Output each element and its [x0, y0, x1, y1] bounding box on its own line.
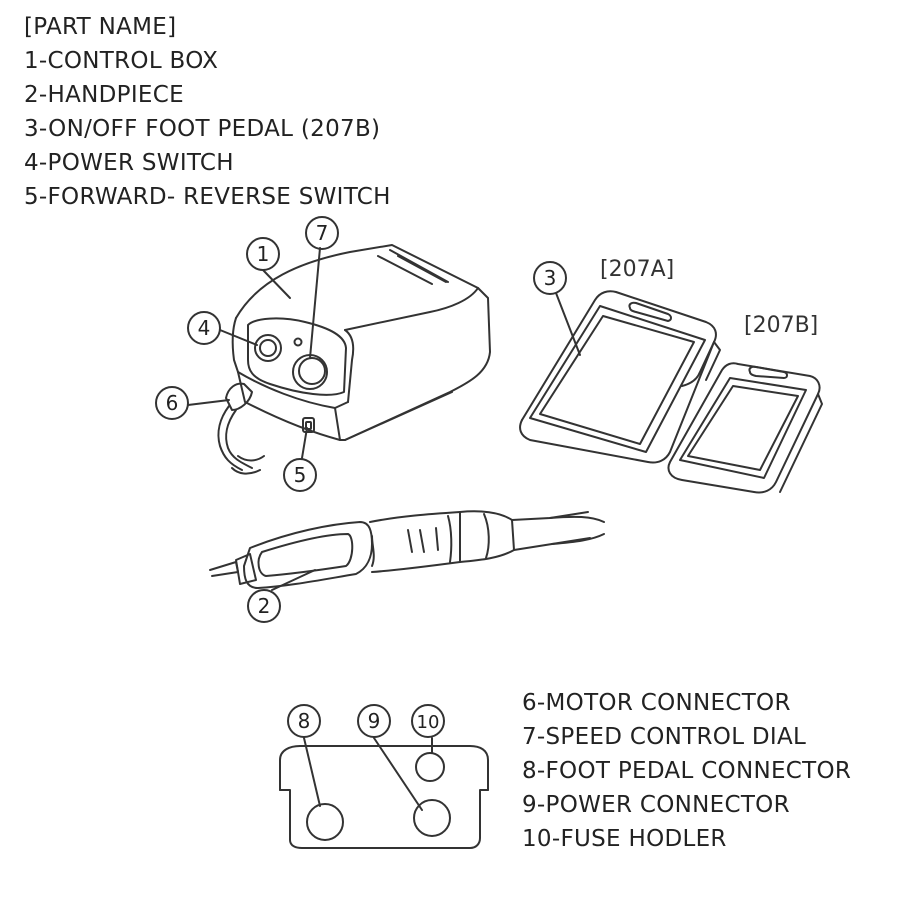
callout-4-label: 4 [198, 316, 211, 340]
part-item-8: 8-FOOT PEDAL CONNECTOR [522, 758, 852, 784]
callout-2-label: 2 [258, 594, 271, 618]
part-item-1: 1-CONTROL BOX [24, 48, 219, 74]
pedal-tag-207b: [207B] [744, 313, 818, 338]
callout-8: 8 [287, 704, 321, 738]
pedal-tag-207a: [207A] [600, 257, 674, 282]
callout-2: 2 [247, 589, 281, 623]
callout-9: 9 [357, 704, 391, 738]
callout-6-label: 6 [166, 391, 179, 415]
foot-pedal-207b [667, 362, 823, 494]
part-item-7: 7-SPEED CONTROL DIAL [522, 724, 807, 750]
part-item-10: 10-FUSE HODLER [522, 826, 727, 852]
handpiece [209, 510, 605, 589]
callout-7-label: 7 [316, 221, 329, 245]
fuse-holder-port [415, 752, 445, 782]
callout-5: 5 [283, 458, 317, 492]
callout-6: 6 [155, 386, 189, 420]
callout-10-label: 10 [417, 712, 440, 733]
callout-9-label: 9 [368, 709, 381, 733]
callout-3-label: 3 [544, 266, 557, 290]
callout-3: 3 [533, 261, 567, 295]
callout-1: 1 [246, 237, 280, 271]
power-connector-port [413, 799, 451, 837]
part-item-9: 9-POWER CONNECTOR [522, 792, 790, 818]
foot-pedal-connector-port [306, 803, 344, 841]
callout-1-label: 1 [257, 242, 270, 266]
callout-7: 7 [305, 216, 339, 250]
part-name-list-continued: 6-MOTOR CONNECTOR 7-SPEED CONTROL DIAL 8… [522, 686, 851, 856]
part-name-list: [PART NAME] 1-CONTROL BOX 2-HANDPIECE 3-… [24, 10, 391, 214]
part-name-heading: [PART NAME] [24, 14, 177, 40]
part-item-5: 5-FORWARD- REVERSE SWITCH [24, 184, 391, 210]
callout-5-label: 5 [294, 463, 307, 487]
part-item-6: 6-MOTOR CONNECTOR [522, 690, 791, 716]
connector-panel [279, 745, 489, 849]
callout-10: 10 [411, 704, 445, 738]
part-item-3: 3-ON/OFF FOOT PEDAL (207B) [24, 116, 381, 142]
callout-8-label: 8 [298, 709, 311, 733]
callout-4: 4 [187, 311, 221, 345]
foot-pedal-207a [519, 290, 721, 464]
part-item-4: 4-POWER SWITCH [24, 150, 234, 176]
callout-lines [187, 247, 581, 811]
part-item-2: 2-HANDPIECE [24, 82, 184, 108]
control-box [217, 244, 491, 475]
